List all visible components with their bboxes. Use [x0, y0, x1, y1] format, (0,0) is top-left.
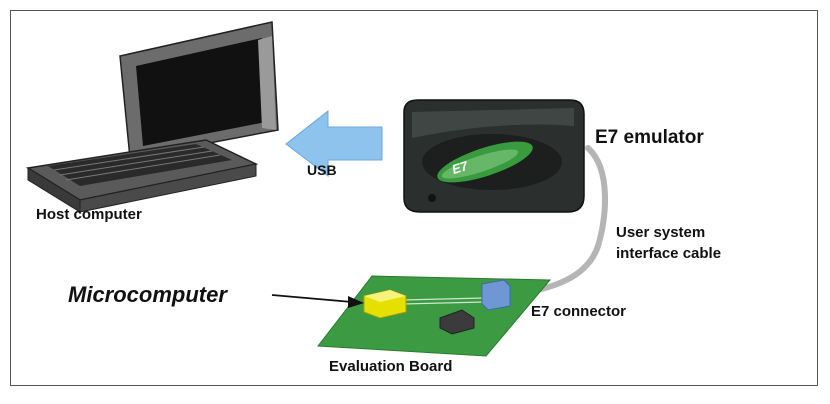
host-computer-label: Host computer	[36, 206, 142, 223]
laptop-icon	[25, 21, 279, 213]
circuit-board-icon	[317, 275, 552, 357]
emulator-badge: E7	[450, 158, 470, 177]
usb-arrow	[285, 109, 383, 178]
cable-label-line2: interface cable	[616, 245, 722, 262]
connector-label: E7 connector	[531, 303, 627, 320]
e7-connector	[481, 279, 511, 311]
interface-cable	[499, 145, 609, 299]
emulator-label: E7 emulator	[595, 127, 704, 148]
microcomputer-pointer-arrow	[271, 294, 364, 308]
emulator-device-icon: E7	[403, 99, 585, 213]
board-label: Evaluation Board	[329, 358, 453, 375]
microcomputer-label: Microcomputer	[68, 282, 227, 307]
cable-label-line1: User system	[616, 224, 706, 241]
usb-label: USB	[307, 162, 337, 178]
